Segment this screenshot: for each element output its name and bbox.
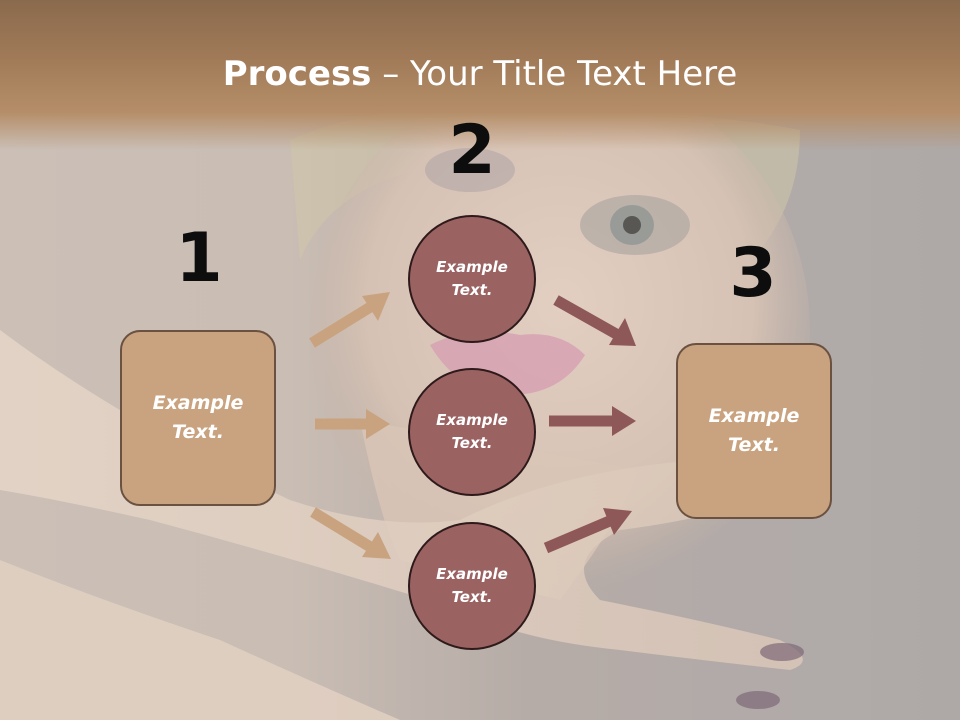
arrow-left-to-middle [315, 409, 390, 439]
arrow-top-to-right [553, 295, 636, 346]
title-band [0, 0, 960, 150]
left-box-label: Example Text. [152, 392, 244, 443]
circle-bottom-label: Example Text. [436, 565, 508, 606]
arrow-left-to-bottom [310, 507, 391, 559]
slide-title: Process – Your Title Text Here [0, 52, 960, 96]
step-number-2: 2 [448, 111, 496, 190]
title-bold: Process [222, 54, 372, 94]
circle-top-label: Example Text. [436, 258, 508, 299]
circle-middle: Example Text. [408, 368, 536, 496]
step-number-1: 1 [175, 219, 223, 298]
arrow-bottom-to-right [543, 508, 632, 554]
left-text-box: Example Text. [120, 330, 276, 506]
right-box-label: Example Text. [708, 405, 800, 456]
right-text-box: Example Text. [676, 343, 832, 519]
arrow-middle-to-right [549, 406, 636, 436]
circle-middle-label: Example Text. [436, 411, 508, 452]
arrow-left-to-top [309, 292, 390, 348]
title-rest: – Your Title Text Here [371, 54, 738, 94]
circle-bottom: Example Text. [408, 522, 536, 650]
step-number-3: 3 [729, 234, 777, 313]
circle-top: Example Text. [408, 215, 536, 343]
